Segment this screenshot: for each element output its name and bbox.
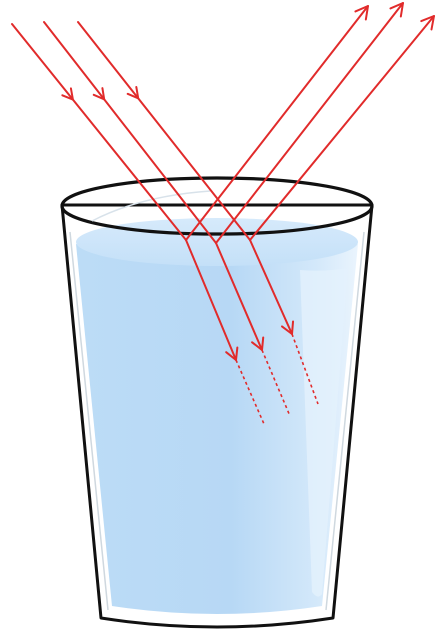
- water: [76, 218, 358, 614]
